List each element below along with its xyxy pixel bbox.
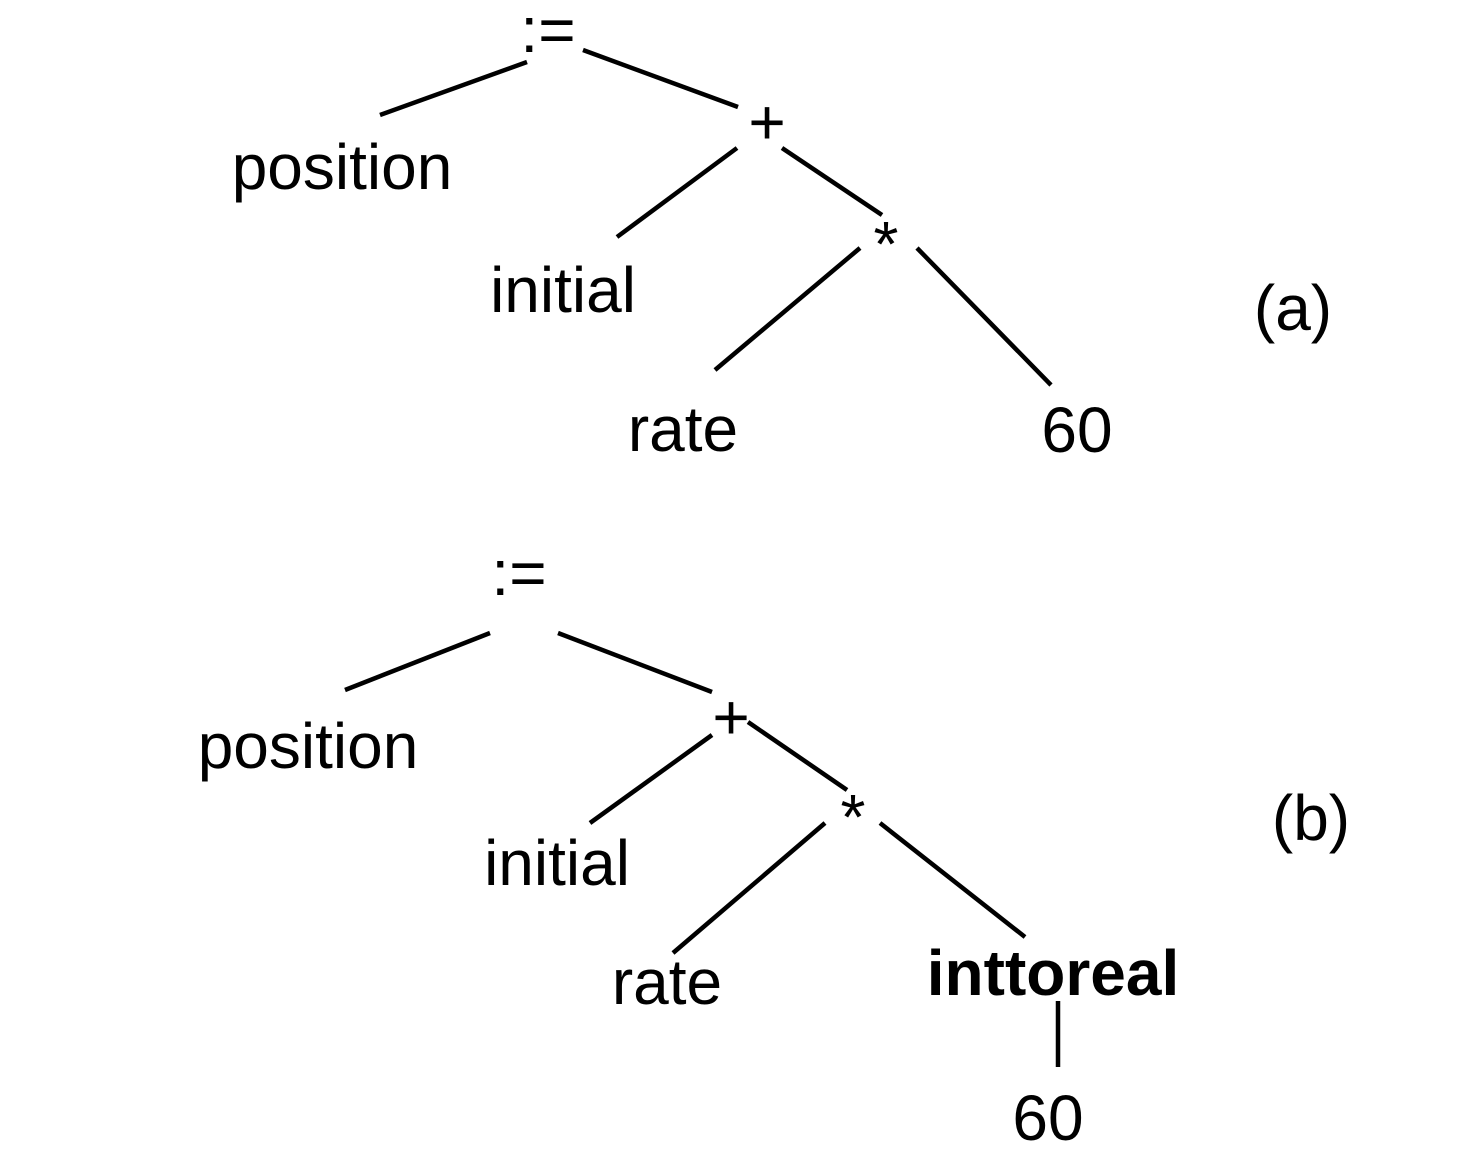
edge-a-plus-initial [615, 146, 739, 239]
edge-b-assign-position [344, 630, 491, 693]
tree-b-60-node: 60 [1012, 1082, 1084, 1154]
tree-a-assign-node: := [520, 0, 576, 66]
edge-b-plus-times [746, 720, 849, 792]
tree-a-times-node: * [873, 208, 899, 280]
tree-b-inttoreal-node: inttoreal [926, 937, 1180, 1009]
edge-b-times-inttoreal [878, 821, 1027, 939]
edge-a-plus-times [780, 146, 884, 217]
tree-a-plus-node: + [748, 86, 786, 158]
tree-b-times-node: * [840, 781, 866, 853]
edge-a-times-60 [915, 246, 1053, 387]
tree-b-plus-node: + [712, 681, 750, 753]
edge-a-times-rate [713, 246, 862, 372]
tree-a-60-node: 60 [1041, 394, 1113, 466]
edge-a-assign-plus [582, 47, 739, 110]
edge-a-assign-position [379, 59, 528, 118]
edge-b-times-rate [671, 821, 827, 955]
edge-b-plus-initial [588, 733, 714, 825]
tree-a-position-node: position [231, 131, 453, 203]
caption-a: (a) [1253, 272, 1333, 344]
edge-b-assign-plus [557, 630, 713, 695]
tree-b-rate-node: rate [611, 946, 723, 1018]
tree-b-initial-node: initial [484, 827, 630, 899]
caption-b: (b) [1271, 782, 1351, 854]
tree-a-initial-node: initial [490, 254, 636, 326]
tree-a-rate-node: rate [627, 393, 739, 465]
tree-b-assign-node: := [491, 537, 547, 609]
tree-b-position-node: position [197, 710, 419, 782]
